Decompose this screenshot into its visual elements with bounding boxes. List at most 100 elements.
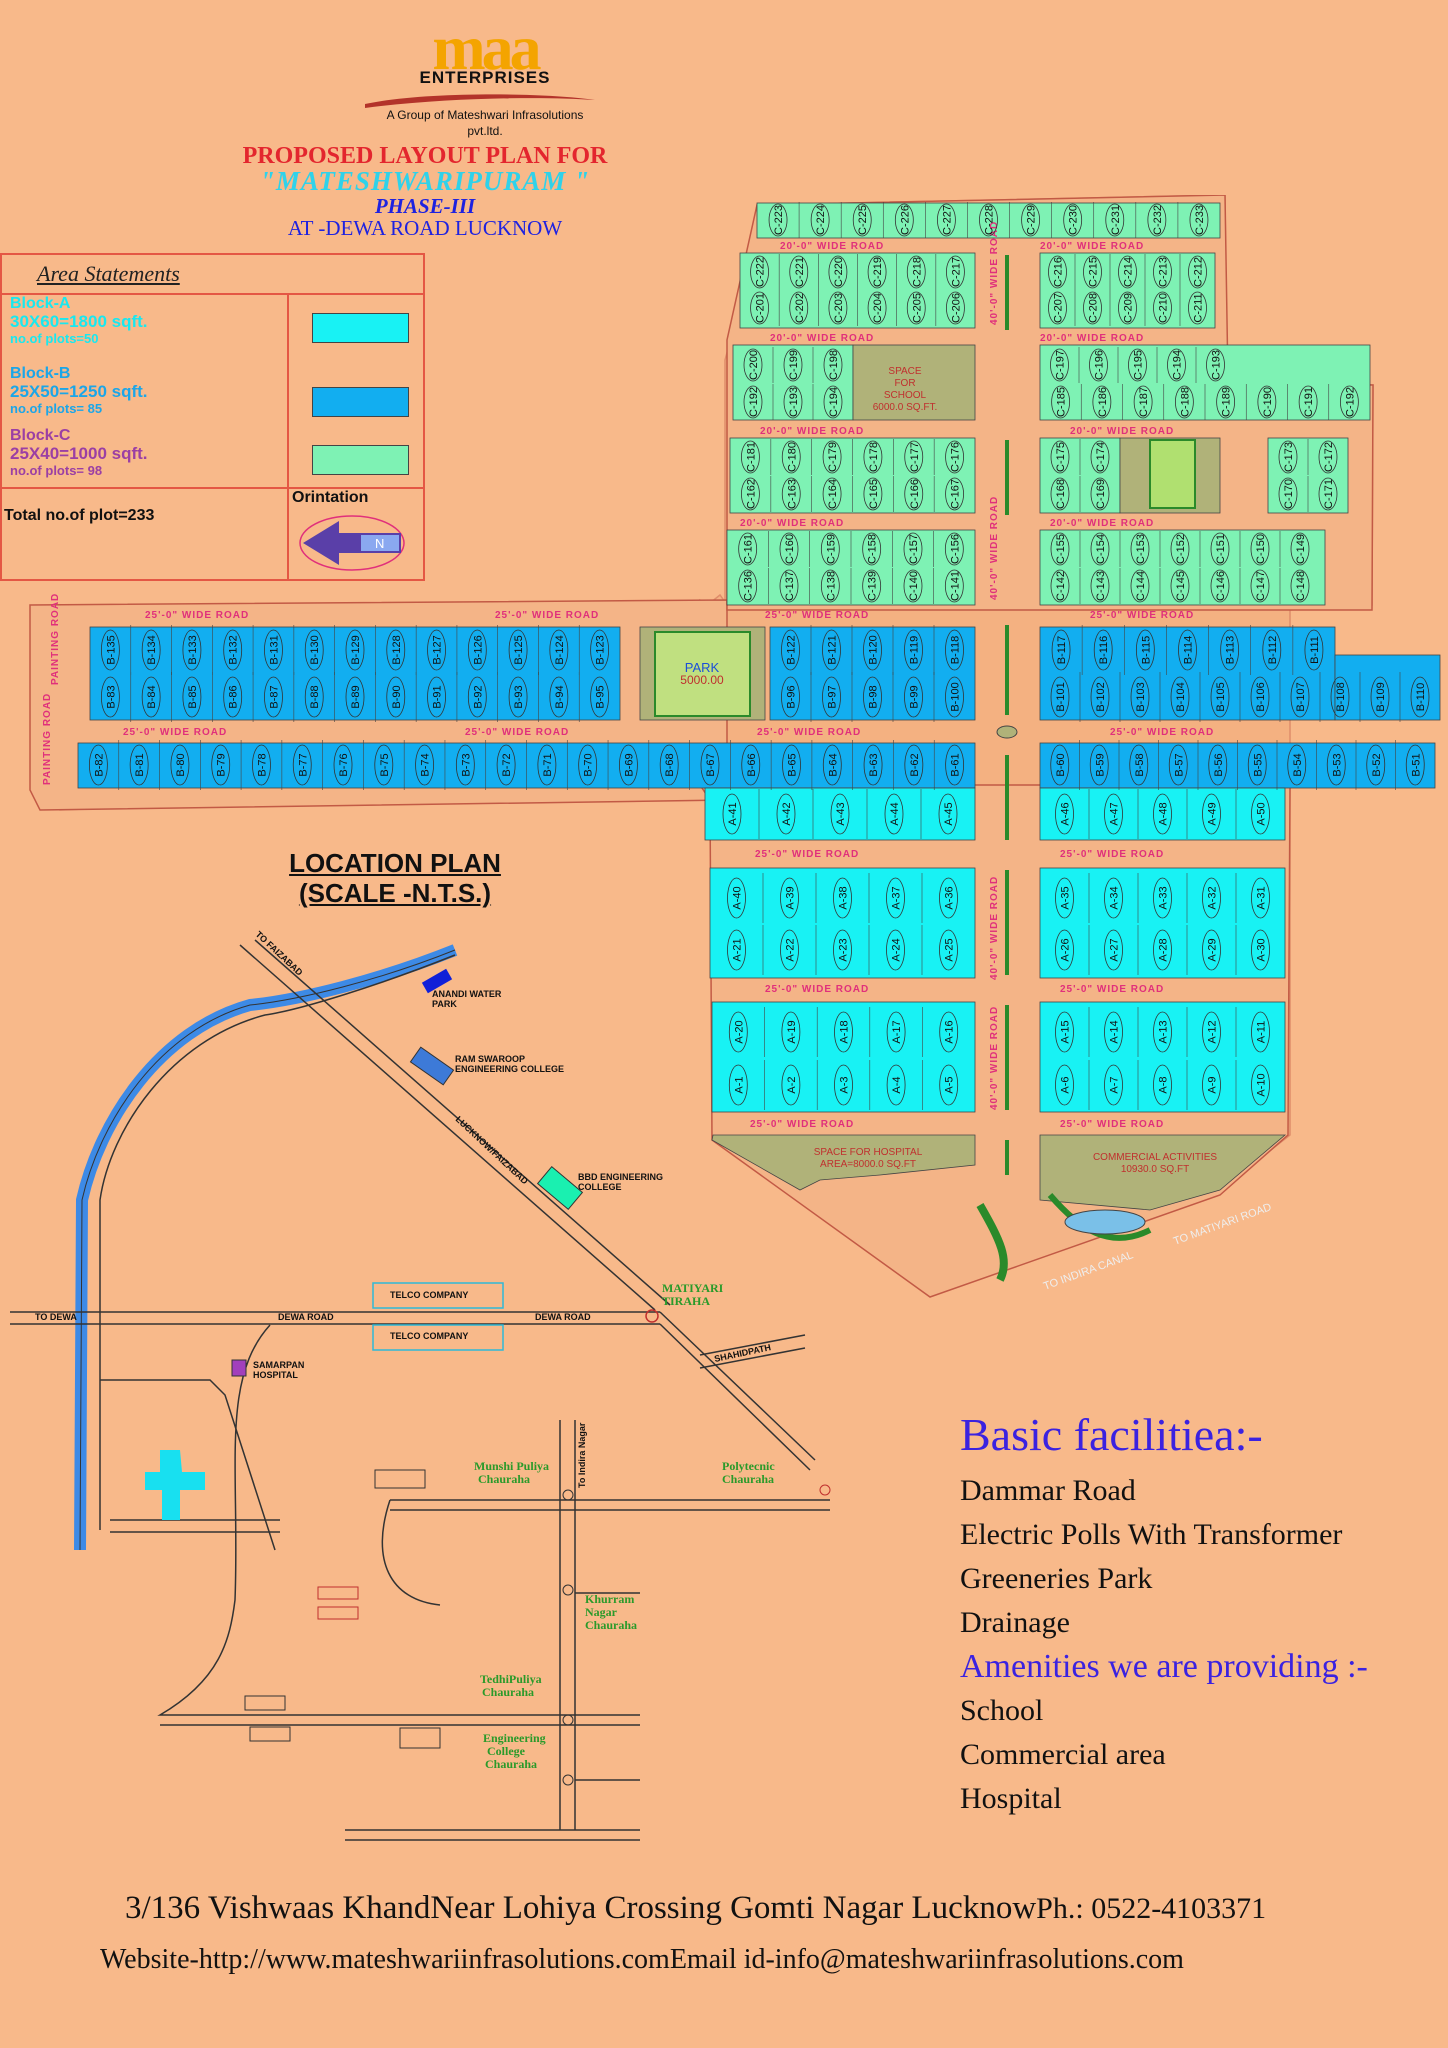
amenity-item: Hospital — [960, 1782, 1062, 1815]
plot-label: B-56 — [1213, 753, 1225, 776]
area-statements-box: Area Statements Block-A 30X60=1800 sqft.… — [0, 253, 425, 581]
logo-pvt-text: pvt.ltd. — [467, 124, 503, 138]
plot-marker — [945, 744, 965, 786]
plot-marker — [1202, 793, 1221, 835]
plot-label: B-99 — [909, 685, 921, 708]
plot-label: B-76 — [338, 753, 350, 776]
plot-marker — [944, 569, 964, 603]
plot-marker — [496, 744, 516, 786]
plot-label: C-172 — [1323, 442, 1335, 472]
plot-marker — [727, 929, 746, 971]
plot-label: B-72 — [501, 753, 513, 776]
plot-label: B-129 — [350, 635, 362, 664]
plot-marker — [455, 744, 475, 786]
plot-label: B-104 — [1175, 682, 1187, 711]
plot-label: A-49 — [1207, 802, 1219, 825]
plot-marker — [508, 676, 528, 718]
park-label: PARK — [685, 660, 720, 675]
commercial-label-2: 10930.0 SQ.FT — [1121, 1164, 1189, 1175]
plot-marker — [886, 1064, 906, 1106]
plot-label: B-95 — [595, 685, 607, 708]
plot-marker — [1090, 676, 1110, 718]
plot-marker — [1055, 1064, 1074, 1106]
plot-label: B-108 — [1335, 682, 1347, 711]
plot-marker — [1055, 877, 1074, 919]
plot-marker — [415, 744, 434, 786]
plot-marker — [700, 744, 720, 786]
plot-label: C-206 — [950, 293, 962, 323]
plot-label: C-191 — [1303, 387, 1315, 417]
plot-marker — [743, 348, 763, 382]
plot-label: C-174 — [1095, 442, 1107, 472]
plot-label: C-176 — [950, 442, 962, 472]
plot-label: A-9 — [1207, 1076, 1219, 1093]
plot-label: C-221 — [794, 257, 806, 287]
plot-marker — [345, 629, 365, 671]
plot-label: B-119 — [909, 636, 921, 665]
footer-website[interactable]: Website-http://www.mateshwariinfrasoluti… — [100, 1944, 670, 1975]
plot-label: C-200 — [748, 350, 760, 380]
plot-marker — [1170, 676, 1190, 718]
plot-marker — [427, 676, 446, 718]
plot-marker — [1366, 744, 1386, 786]
plot-marker — [834, 1064, 853, 1106]
plot-label: A-32 — [1207, 886, 1219, 909]
plot-label: B-123 — [595, 635, 607, 664]
plot-marker — [1318, 477, 1338, 511]
logo-swoosh-icon — [365, 94, 595, 108]
plot-label: C-203 — [833, 293, 845, 323]
plot-label: B-80 — [175, 753, 187, 776]
plot-marker — [862, 532, 882, 566]
loc-khurram-2: Nagar — [585, 1605, 618, 1619]
loc-to-faizabad: TO FAIZABAD — [254, 930, 305, 978]
plot-marker — [768, 203, 788, 237]
plot-label: C-205 — [911, 293, 923, 323]
plot-marker — [781, 440, 801, 474]
layout-plan-map: 20'-0" WIDE ROAD 20'-0" WIDE ROAD 20'-0"… — [29, 195, 1441, 1298]
footer-email[interactable]: Email id-info@mateshwariinfrasolutions.c… — [669, 1944, 1184, 1975]
plot-label: B-60 — [1055, 753, 1067, 776]
plot-label: B-120 — [868, 635, 880, 664]
plot-marker — [1051, 385, 1071, 419]
plot-label: A-21 — [732, 938, 744, 961]
plot-marker — [1405, 744, 1425, 786]
plot-marker — [1128, 348, 1147, 382]
plot-marker — [1051, 629, 1071, 671]
facility-item: Dammar Road — [960, 1474, 1136, 1507]
plot-label: B-61 — [950, 753, 962, 776]
to-matiyari-road-label: TO MATIYARI ROAD — [1172, 1201, 1273, 1248]
plot-marker — [1339, 385, 1359, 419]
plot-label: A-38 — [838, 886, 850, 909]
block-b-size: 25X50=1250 sqft. — [10, 382, 148, 401]
road-label-20ft-b: 20'-0" WIDE ROAD — [1040, 241, 1144, 252]
plot-marker — [1206, 348, 1225, 382]
plot-label: B-82 — [93, 753, 105, 776]
hospital-label-1: SPACE FOR HOSPITAL — [814, 1147, 923, 1158]
plot-label: C-173 — [1283, 442, 1295, 472]
plot-label: C-188 — [1179, 387, 1191, 417]
loc-polytecnic-2: Chauraha — [722, 1472, 774, 1486]
plot-marker — [776, 793, 796, 835]
plot-label: C-231 — [1110, 205, 1122, 235]
plot-label: B-58 — [1134, 753, 1146, 776]
plot-label: C-158 — [867, 534, 879, 564]
block-c-plots: no.of plots= 98 — [10, 463, 103, 478]
plot-marker — [1326, 744, 1346, 786]
plot-marker — [822, 676, 841, 718]
plot-marker — [549, 676, 569, 718]
plot-label: B-122 — [786, 635, 798, 664]
plot-marker — [1050, 569, 1070, 603]
plot-marker — [830, 793, 850, 835]
plot-marker — [863, 629, 882, 671]
plot-marker — [1202, 1064, 1221, 1106]
plot-marker — [1048, 255, 1067, 289]
road-label-20ft-c: 20'-0" WIDE ROAD — [770, 333, 874, 344]
plot-marker — [1410, 676, 1430, 718]
plot-label: B-114 — [1183, 636, 1195, 665]
plot-marker — [822, 477, 842, 511]
plot-label: C-142 — [1055, 571, 1067, 601]
plot-label: C-157 — [908, 534, 920, 564]
title-line4: AT -DEWA ROAD LUCKNOW — [287, 216, 563, 240]
plot-label: B-81 — [134, 753, 146, 776]
plot-label: B-91 — [432, 685, 444, 708]
